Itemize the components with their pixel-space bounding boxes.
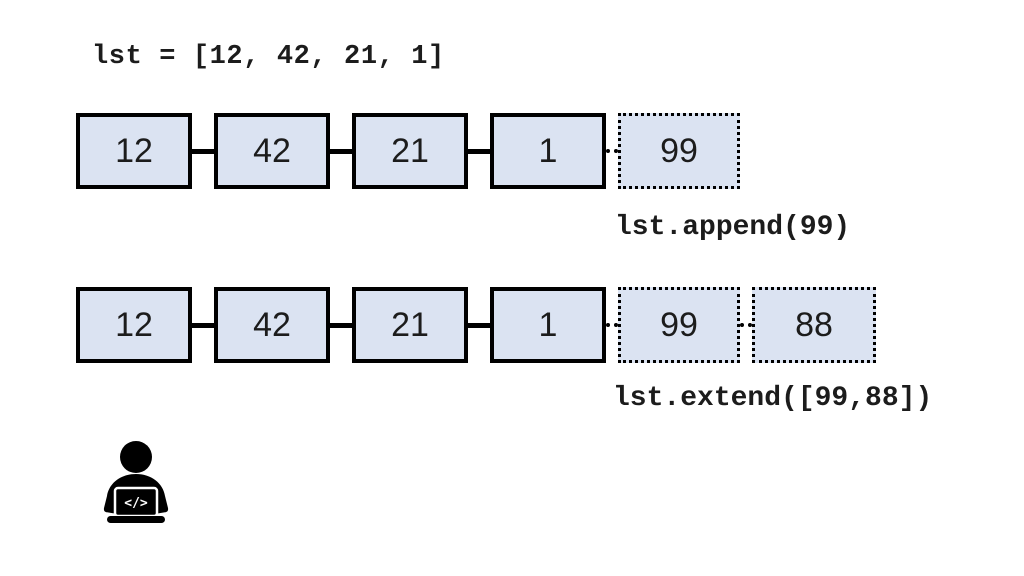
connector-line [468, 148, 490, 154]
append-row: 12 42 21 1 99 [76, 113, 740, 189]
laptop-base [107, 516, 165, 523]
laptop-code-text: </> [124, 496, 148, 511]
dotted-connector-line [606, 149, 618, 153]
list-cell: 1 [490, 287, 606, 363]
extend-row: 12 42 21 1 99 88 [76, 287, 876, 363]
dotted-connector-line [606, 323, 618, 327]
list-cell: 42 [214, 287, 330, 363]
person-coding-icon: </> [103, 441, 169, 523]
appended-list-cell: 88 [752, 287, 876, 363]
connector-line [330, 322, 352, 328]
list-cell: 12 [76, 287, 192, 363]
appended-list-cell: 99 [618, 113, 740, 189]
list-cell: 42 [214, 113, 330, 189]
list-cell: 21 [352, 113, 468, 189]
list-declaration-title: lst = [12, 42, 21, 1] [92, 42, 445, 72]
connector-line [192, 322, 214, 328]
person-head [120, 441, 152, 473]
connector-line [192, 148, 214, 154]
list-cell: 12 [76, 113, 192, 189]
extend-operation-label: lst.extend([99,88]) [613, 383, 933, 414]
list-cell: 21 [352, 287, 468, 363]
append-operation-label: lst.append(99) [615, 212, 851, 243]
list-cell: 1 [490, 113, 606, 189]
appended-list-cell: 99 [618, 287, 740, 363]
connector-line [330, 148, 352, 154]
connector-line [468, 322, 490, 328]
dotted-connector-line [740, 323, 752, 327]
